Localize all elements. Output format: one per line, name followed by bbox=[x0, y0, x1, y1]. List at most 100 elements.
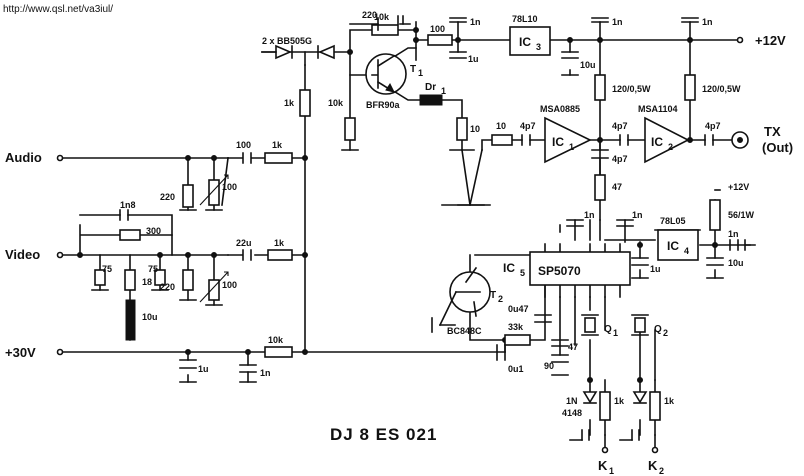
q2-sub: 2 bbox=[663, 328, 668, 338]
r120b-label: 120/0,5W bbox=[702, 84, 741, 94]
c0u47-label: 0u47 bbox=[508, 304, 529, 314]
c4p7-a-label: 4p7 bbox=[520, 121, 536, 131]
capacitors bbox=[119, 15, 739, 441]
varactor-diodes bbox=[261, 44, 335, 60]
inductors bbox=[125, 94, 443, 341]
r1k-a-label: 1k bbox=[272, 140, 283, 150]
audio-label: Audio bbox=[5, 150, 42, 165]
c1u-b-label: 1u bbox=[198, 364, 209, 374]
crystals bbox=[581, 314, 649, 336]
source-url: http://www.qsl.net/va3iul/ bbox=[3, 4, 113, 15]
component-labels: 220 10k 100 1n 1u 1n 10u 1n 120/0,5W 120… bbox=[102, 10, 755, 476]
q1-label: Q bbox=[604, 324, 612, 335]
k2-sub: 2 bbox=[659, 466, 664, 476]
r33k-label: 33k bbox=[508, 322, 524, 332]
transistor-t1 bbox=[365, 53, 407, 95]
r220-a-label: 220 bbox=[160, 192, 175, 202]
ic2-amplifier bbox=[644, 116, 690, 164]
c22u-label: 22u bbox=[236, 238, 252, 248]
input-terminals bbox=[56, 36, 749, 454]
ground-symbols bbox=[91, 74, 756, 441]
c1u-c-label: 1u bbox=[650, 264, 661, 274]
potentiometers bbox=[199, 174, 229, 303]
c1n-c-label: 1n bbox=[702, 17, 713, 27]
c10u-a-label: 10u bbox=[580, 60, 596, 70]
t1-type-label: BFR90a bbox=[366, 100, 401, 110]
c4p7-c-label: 4p7 bbox=[612, 154, 628, 164]
t1-sub: 1 bbox=[418, 68, 423, 78]
supply-12v-label: +12V bbox=[755, 33, 786, 48]
ic3-regulator bbox=[509, 26, 551, 56]
ic3-label: IC bbox=[519, 35, 531, 49]
ic4-label: IC bbox=[667, 239, 679, 253]
r10k-v-label: 10k bbox=[328, 98, 344, 108]
transistor-t2 bbox=[438, 266, 491, 327]
resistors bbox=[94, 24, 721, 421]
r75-a-label: 75 bbox=[102, 264, 112, 274]
video-label: Video bbox=[5, 247, 40, 262]
supply-30v-label: +30V bbox=[5, 345, 36, 360]
c90-label: 90 bbox=[544, 361, 554, 371]
c220-label: 220 bbox=[362, 10, 377, 20]
r100-top-label: 100 bbox=[430, 24, 445, 34]
t1-label: T bbox=[410, 64, 416, 75]
t2-sub: 2 bbox=[498, 294, 503, 304]
ic2-label: IC bbox=[651, 135, 663, 149]
dr1-sub: 1 bbox=[441, 86, 446, 96]
c1n-d-label: 1n bbox=[260, 368, 271, 378]
t2-label: T bbox=[490, 290, 496, 301]
k2-label: K bbox=[648, 458, 658, 473]
ic1-sub: 1 bbox=[569, 142, 574, 152]
r56-label: 56/1W bbox=[728, 210, 755, 220]
c10u-c-label: 10u bbox=[728, 258, 744, 268]
c4p7-d-label: 4p7 bbox=[705, 121, 721, 131]
c1n-b-label: 1n bbox=[612, 17, 623, 27]
r120a-label: 120/0,5W bbox=[612, 84, 651, 94]
p100-b-label: 100 bbox=[222, 280, 237, 290]
r10k-top-label: 10k bbox=[374, 12, 390, 22]
c47-label: 47 bbox=[568, 342, 578, 352]
ic5-sub: 5 bbox=[520, 268, 525, 278]
d1n4148-label: 1N bbox=[566, 396, 578, 406]
r75-b-label: 75 bbox=[148, 264, 158, 274]
c0u1-label: 0u1 bbox=[508, 364, 524, 374]
dr1-label: Dr bbox=[425, 82, 436, 93]
r1k-k2-label: 1k bbox=[664, 396, 675, 406]
tx-out-label: (Out) bbox=[762, 140, 793, 155]
ic3-sub: 3 bbox=[536, 42, 541, 52]
r10k-bot-label: 10k bbox=[268, 335, 284, 345]
c100-label: 100 bbox=[236, 140, 251, 150]
ic5-label: IC bbox=[503, 261, 515, 275]
r1k-k1-label: 1k bbox=[614, 396, 625, 406]
c1n-g-label: 1n bbox=[632, 210, 643, 220]
ic3-type: 78L10 bbox=[512, 14, 538, 24]
supply-12v-small-label: +12V bbox=[728, 182, 749, 192]
c1n-e-label: 1n bbox=[728, 229, 739, 239]
r220-b-label: 220 bbox=[160, 282, 175, 292]
tx-label: TX bbox=[764, 124, 781, 139]
ic2-type: MSA1104 bbox=[638, 104, 678, 114]
ic4-sub: 4 bbox=[684, 246, 689, 256]
c1n8-label: 1n8 bbox=[120, 200, 136, 210]
r47-label: 47 bbox=[612, 182, 622, 192]
c1n-f-label: 1n bbox=[584, 210, 595, 220]
ic1-amplifier bbox=[544, 116, 592, 164]
ic2-sub: 2 bbox=[668, 142, 673, 152]
p100-a-label: 100 bbox=[222, 182, 237, 192]
d1n4148b-label: 4148 bbox=[562, 408, 582, 418]
q2-label: Q bbox=[654, 324, 662, 335]
r300-label: 300 bbox=[146, 226, 161, 236]
ic1-label: IC bbox=[552, 135, 564, 149]
r10-label: 10 bbox=[496, 121, 506, 131]
l10-label: 10 bbox=[470, 124, 480, 134]
k1-label: K bbox=[598, 458, 608, 473]
switch-diodes bbox=[582, 391, 648, 404]
r1k-v-label: 1k bbox=[284, 98, 295, 108]
k1-sub: 1 bbox=[609, 466, 614, 476]
q1-sub: 1 bbox=[613, 328, 618, 338]
ic4-type: 78L05 bbox=[660, 216, 686, 226]
varactor-label: 2 x BB505G bbox=[262, 36, 312, 46]
c1u-a-label: 1u bbox=[468, 54, 479, 64]
ic5-sp5070 bbox=[529, 251, 631, 286]
